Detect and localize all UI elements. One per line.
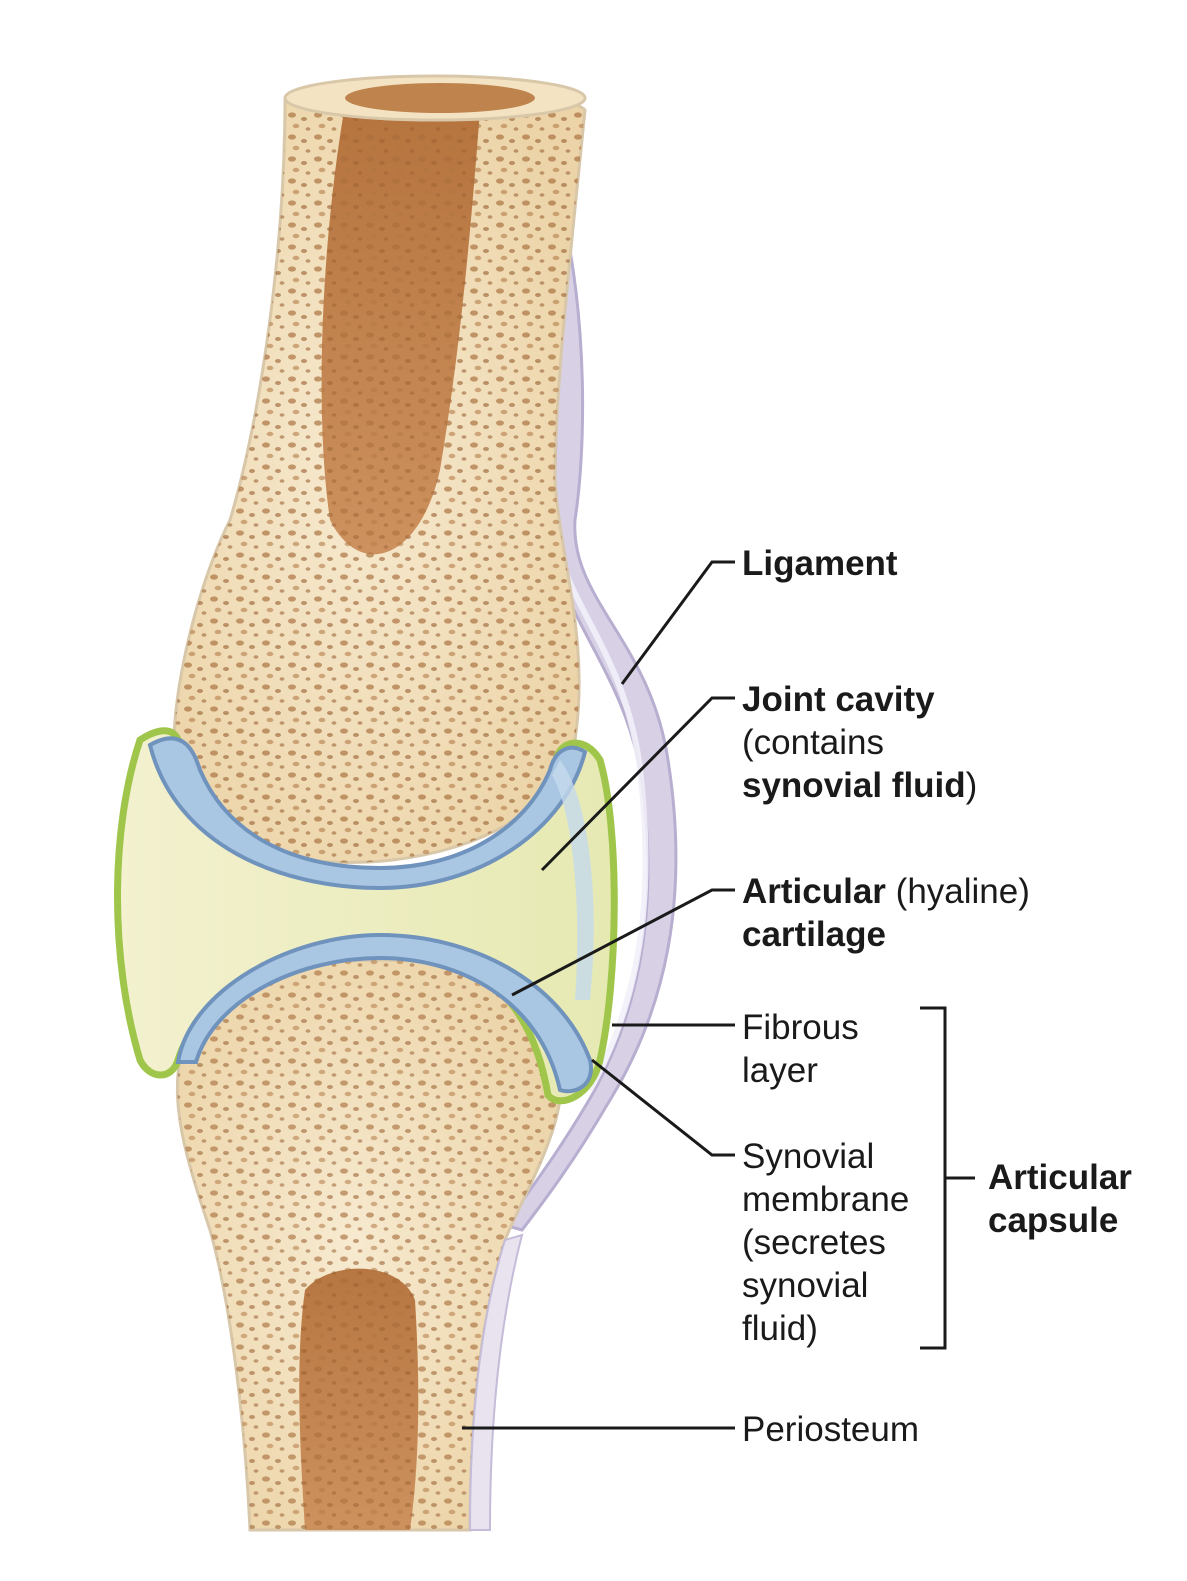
periosteum-title: Periosteum [742, 1410, 920, 1449]
label-synovial-membrane: Synovial membrane (secretes synovial flu… [742, 1135, 909, 1350]
periosteum-strip [468, 1233, 524, 1531]
fibrous-layer-line2: layer [742, 1051, 818, 1090]
synovial-membrane-line3: (secretes [742, 1223, 886, 1262]
label-ligament: Ligament [742, 542, 898, 585]
articular-cartilage-line2: cartilage [742, 915, 886, 954]
ligament-title: Ligament [742, 544, 898, 583]
joint-cavity-line3-bold: synovial fluid [742, 766, 966, 805]
fibrous-layer-line1: Fibrous [742, 1008, 859, 1047]
articular-capsule-bracket [920, 1006, 975, 1350]
cartilage-leader [511, 888, 735, 997]
synovial-membrane-line2: membrane [742, 1180, 910, 1219]
synovial-membrane-leader [591, 1058, 735, 1157]
label-joint-cavity: Joint cavity (contains synovial fluid) [742, 678, 977, 807]
lower-articular-cartilage [175, 932, 594, 1094]
joint-cavity-title: Joint cavity [742, 680, 935, 719]
synovial-membrane-line5: fluid) [742, 1309, 818, 1348]
articular-capsule-line1: Articular [988, 1158, 1132, 1197]
leader-lines [462, 560, 975, 1430]
label-articular-cartilage: Articular (hyaline) cartilage [742, 870, 1030, 956]
articular-capsule-line2: capsule [988, 1201, 1119, 1240]
label-articular-capsule: Articular capsule [988, 1156, 1132, 1242]
upper-articular-cartilage [147, 736, 588, 891]
ligament-leader [620, 560, 735, 685]
joint-cavity-line3-tail: ) [965, 766, 978, 805]
joint-cavity-leader [540, 696, 735, 872]
label-periosteum: Periosteum [742, 1408, 919, 1451]
label-fibrous-layer: Fibrous layer [742, 1006, 859, 1092]
synovial-membrane-line1: Synovial [742, 1137, 875, 1176]
synovial-membrane-line4: synovial [742, 1266, 869, 1305]
articular-cartilage-title-tail: (hyaline) [885, 872, 1030, 911]
joint-cavity-line2: (contains [742, 723, 885, 762]
articular-cartilage-title-bold: Articular [742, 872, 886, 911]
